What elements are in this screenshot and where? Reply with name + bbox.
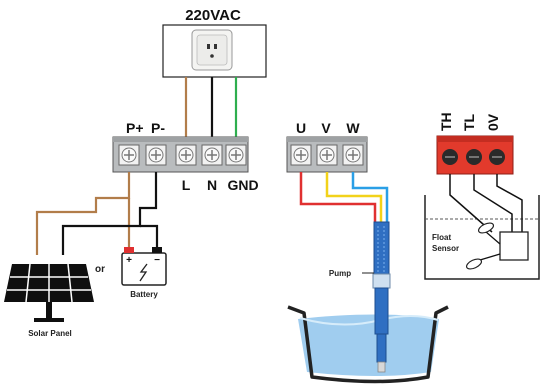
screw-terminal [145, 144, 167, 166]
terminal-label-l: L [182, 177, 191, 193]
screw-terminal [342, 144, 364, 166]
battery-icon: + − [121, 247, 167, 286]
supply-label: 220VAC [185, 7, 241, 24]
socket-icon [191, 29, 233, 71]
float-switch-upper-icon [477, 222, 495, 234]
svg-text:−: − [154, 255, 160, 266]
wire-pminus-battery [140, 224, 159, 248]
solar-panel-icon [4, 263, 94, 322]
terminal-label-n: N [207, 177, 217, 193]
screw-terminal [290, 144, 312, 166]
screw-terminal [175, 144, 197, 166]
terminal-label-0v: 0V [485, 113, 501, 131]
float-terminal-block [436, 135, 514, 175]
water-tank-icon [287, 305, 449, 384]
float-tank-icon [424, 195, 540, 280]
float-wire-0v [496, 174, 523, 232]
or-label: or [95, 264, 105, 275]
screw-terminal [489, 149, 505, 165]
battery-label: Battery [130, 290, 158, 299]
pump-label: Pump [329, 269, 351, 278]
terminal-label-p-minus: P- [151, 120, 165, 136]
float-sensor-label-line1: Float [432, 233, 451, 242]
terminal-label-u: U [296, 120, 306, 136]
terminal-label-v: V [321, 120, 331, 136]
screw-terminal [201, 144, 223, 166]
terminal-label-tl: TL [461, 113, 477, 131]
screw-terminal [316, 144, 338, 166]
wire-pplus-solar [35, 172, 131, 255]
controller-terminal-block [112, 136, 249, 173]
screw-terminal [225, 144, 247, 166]
terminal-label-gnd: GND [227, 177, 258, 193]
terminal-label-th: TH [438, 112, 454, 131]
float-sensor-label-line2: Sensor [432, 244, 459, 253]
float-switch-lower-icon [465, 258, 483, 270]
float-junction-box [499, 231, 529, 261]
pump-icon [372, 221, 391, 373]
solar-panel-label: Solar Panel [28, 329, 72, 338]
svg-text:+: + [126, 255, 132, 266]
screw-terminal [118, 144, 140, 166]
motor-terminal-block [286, 136, 368, 173]
float-wire-th [449, 174, 493, 233]
terminal-label-p-plus: P+ [126, 120, 144, 136]
wire-v-yellow [325, 172, 383, 222]
float-cable-lower [479, 253, 501, 261]
float-wire-tl [473, 174, 513, 232]
wire-u-red [299, 172, 377, 222]
terminal-label-w: W [346, 120, 360, 136]
screw-terminal [466, 149, 482, 165]
screw-terminal [442, 149, 458, 165]
wire-pminus-solar [61, 172, 158, 255]
wire-w-blue [351, 172, 389, 222]
